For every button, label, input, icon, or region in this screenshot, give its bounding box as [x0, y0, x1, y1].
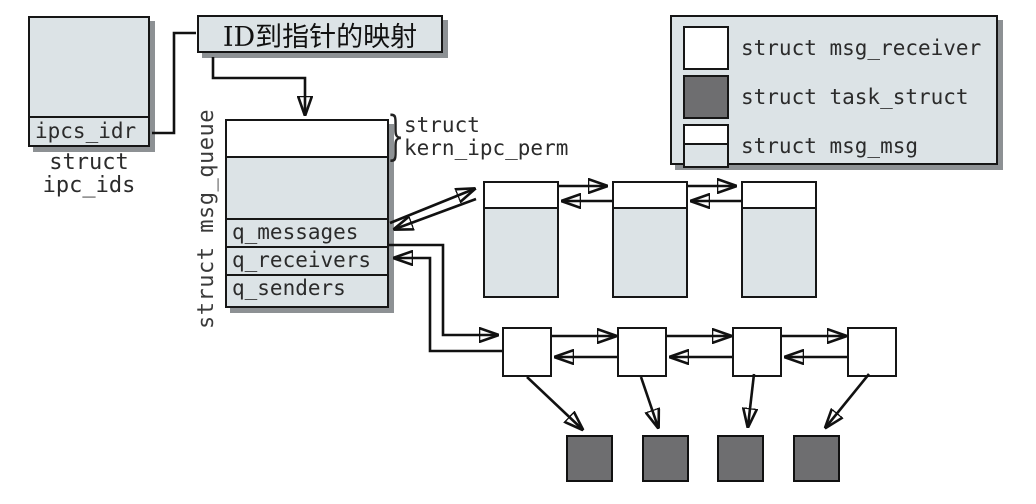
msg-msg-header [743, 183, 815, 209]
arrow-recv4-to-task4 [826, 373, 871, 427]
msg-msg-box-2 [612, 181, 688, 298]
arrow-recv3-to-task3 [748, 373, 754, 426]
msg-receiver-swatch [683, 26, 729, 70]
msg-queue-vertical-title: struct msg_queue [194, 109, 219, 329]
legend-item-msg-msg: struct msg_msg [683, 124, 990, 168]
msg-queue-box: q_messages q_receivers q_senders [225, 119, 389, 308]
arrow-q-messages-to-recv1 [389, 243, 497, 335]
msg-msg-swatch [683, 124, 729, 168]
wire-ipcs-idr-to-map [152, 31, 196, 135]
msg-receiver-box-1 [502, 327, 552, 377]
arrow-queue-to-msg1-up [389, 189, 474, 225]
ipc-ids-caption: struct ipc_ids [42, 150, 136, 198]
q-messages-row: q_messages [227, 220, 387, 248]
task-struct-swatch [683, 75, 729, 119]
legend-label: struct msg_receiver [741, 36, 982, 60]
legend-box: struct msg_receiver struct task_struct s… [670, 15, 998, 168]
arrow-recv1-to-task1 [526, 376, 582, 429]
arrow-recv2-to-task2 [639, 376, 658, 427]
msg-msg-box-1 [483, 181, 559, 298]
ipc-ids-box: ipcs_idr [28, 16, 150, 147]
legend-label: struct task_struct [741, 85, 969, 109]
q-senders-row: q_senders [232, 276, 346, 300]
msg-receiver-box-3 [732, 327, 782, 377]
msg-msg-header [485, 183, 557, 209]
task-struct-box-2 [642, 435, 689, 482]
msg-receiver-box-2 [617, 327, 667, 377]
task-struct-box-4 [793, 435, 840, 482]
msg-queue-body-row [227, 158, 387, 220]
kern-ipc-perm-row [227, 121, 387, 158]
arrow-map-to-msg-queue [211, 57, 305, 114]
ipcs-idr-field: ipcs_idr [30, 116, 148, 145]
ipc-ids-empty-area [30, 18, 148, 116]
task-struct-box-3 [717, 435, 764, 482]
kern-ipc-perm-brace: } [387, 105, 405, 168]
kern-ipc-perm-label: struct kern_ipc_perm [404, 113, 569, 160]
msg-receiver-box-4 [847, 327, 897, 377]
msg-msg-header [614, 183, 686, 209]
task-struct-box-1 [566, 435, 613, 482]
msg-msg-swatch-top [685, 126, 727, 145]
msg-msg-box-3 [741, 181, 817, 298]
q-receivers-row: q_receivers [227, 248, 387, 276]
id-to-pointer-map-box: ID到指针的映射 [197, 15, 443, 53]
arrow-msg1-to-queue-down [395, 197, 477, 229]
legend-label: struct msg_msg [741, 134, 919, 158]
legend-item-msg-receiver: struct msg_receiver [683, 26, 990, 70]
legend-item-task-struct: struct task_struct [683, 75, 990, 119]
